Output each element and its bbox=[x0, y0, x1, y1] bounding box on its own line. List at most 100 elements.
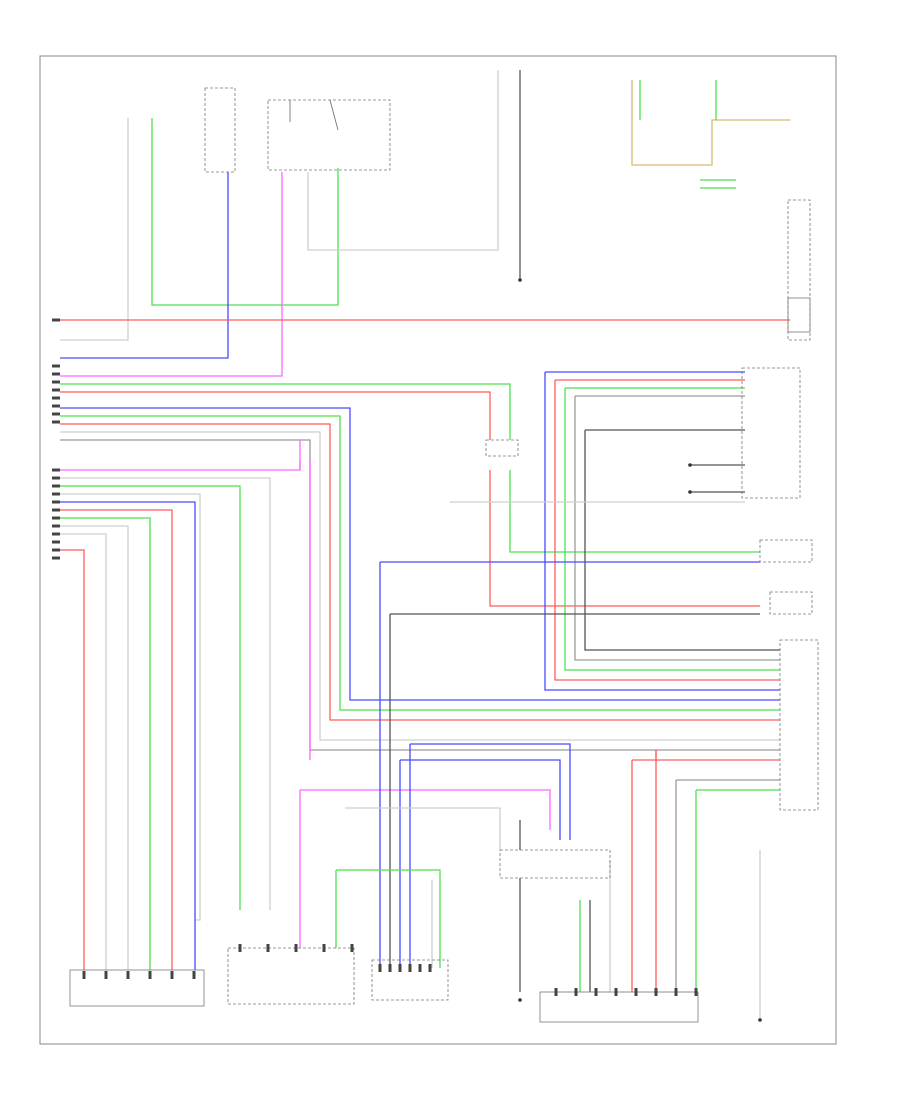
bottom-conn-4-pin bbox=[674, 988, 678, 996]
left-conn-b-pin bbox=[52, 404, 60, 408]
wire-red bbox=[60, 549, 85, 970]
bottom-conn-4-pin bbox=[594, 988, 598, 996]
wire-layer bbox=[60, 70, 790, 1020]
left-conn-c-pin bbox=[52, 532, 60, 536]
wire-green bbox=[151, 118, 339, 306]
bottom-conn-4-pin bbox=[614, 988, 618, 996]
wire-lightgray bbox=[60, 118, 129, 341]
left-conn-b-pin bbox=[52, 388, 60, 392]
relay-center bbox=[485, 439, 519, 457]
indicator-dot-2 bbox=[688, 490, 692, 494]
switch-assembly-box bbox=[267, 99, 391, 171]
left-conn-b-pin bbox=[52, 420, 60, 424]
wire-tan bbox=[631, 80, 790, 166]
wire-blue bbox=[400, 759, 561, 840]
wire-green bbox=[60, 415, 780, 711]
wire-lightgray bbox=[60, 533, 107, 970]
bottom-conn-3 bbox=[371, 959, 449, 1001]
ignition-switch-box bbox=[204, 87, 236, 173]
wire-blue bbox=[60, 501, 196, 970]
bottom-conn-4-pin bbox=[554, 988, 558, 996]
left-conn-c-pin bbox=[52, 492, 60, 496]
component-layer bbox=[69, 87, 819, 1023]
bottom-conn-4-pin bbox=[654, 988, 658, 996]
left-conn-b-pin bbox=[52, 396, 60, 400]
wire-blue bbox=[60, 407, 780, 701]
wire-pink bbox=[300, 789, 551, 830]
frame-layer bbox=[39, 55, 837, 1045]
bottom-conn-2 bbox=[227, 947, 355, 1005]
wire-green bbox=[60, 485, 241, 910]
bottom-conn-3-pin bbox=[378, 964, 382, 972]
wire-dark bbox=[584, 430, 780, 651]
left-conn-c-pin bbox=[52, 556, 60, 560]
left-conn-c-pin bbox=[52, 476, 60, 480]
left-conn-c-pin bbox=[52, 484, 60, 488]
wire-red bbox=[489, 470, 760, 607]
left-conn-c-pin bbox=[52, 516, 60, 520]
left-conn-c-pin bbox=[52, 500, 60, 504]
bottom-conn-4-pin bbox=[634, 988, 638, 996]
wire-blue bbox=[410, 743, 571, 840]
bottom-conn-3-pin bbox=[418, 964, 422, 972]
bottom-conn-2-pin bbox=[266, 944, 270, 952]
ground-dot bbox=[518, 278, 522, 282]
bottom-conn-3-pin bbox=[408, 964, 412, 972]
wire-blue bbox=[60, 172, 229, 359]
left-conn-c-pin bbox=[52, 548, 60, 552]
indicator-dot-1 bbox=[688, 463, 692, 467]
left-conn-a-pin bbox=[52, 318, 60, 322]
sensor-box-1 bbox=[759, 539, 813, 563]
left-conn-b-pin bbox=[52, 372, 60, 376]
left-conn-c-pin bbox=[52, 540, 60, 544]
wire-lightgray bbox=[60, 525, 129, 970]
wire-red bbox=[60, 423, 780, 721]
wire-blue bbox=[544, 372, 780, 691]
relay-module-box bbox=[787, 199, 811, 341]
bottom-conn-2-pin bbox=[350, 944, 354, 952]
bottom-conn-3-pin bbox=[428, 964, 432, 972]
bottom-conn-1-pin bbox=[82, 971, 86, 979]
ground-right bbox=[758, 1018, 762, 1022]
wire-green bbox=[564, 388, 780, 671]
bottom-conn-4 bbox=[539, 991, 699, 1023]
wire-green bbox=[60, 517, 151, 970]
wire-lightgray bbox=[60, 477, 271, 910]
connector-layer bbox=[52, 278, 762, 1022]
left-conn-c-pin bbox=[52, 468, 60, 472]
ground-center bbox=[518, 998, 522, 1002]
wire-red bbox=[554, 380, 780, 681]
wire-gray bbox=[574, 396, 780, 661]
sensor-box-2 bbox=[769, 591, 813, 615]
bottom-conn-1 bbox=[69, 969, 205, 1007]
wire-red bbox=[60, 509, 173, 970]
left-conn-b-pin bbox=[52, 380, 60, 384]
wire-red bbox=[60, 391, 491, 440]
wire-green bbox=[509, 470, 760, 553]
left-conn-c-pin bbox=[52, 508, 60, 512]
wire-pink bbox=[60, 460, 301, 471]
wire-lightgray bbox=[60, 493, 201, 921]
left-conn-b-pin bbox=[52, 364, 60, 368]
left-conn-c-pin bbox=[52, 524, 60, 528]
wire-lightgray bbox=[307, 70, 499, 251]
left-conn-b-pin bbox=[52, 412, 60, 416]
bottom-conn-2-pin bbox=[322, 944, 326, 952]
bottom-conn-3-pin bbox=[398, 964, 402, 972]
bottom-conn-1-pin bbox=[104, 971, 108, 979]
wire-lightgray bbox=[60, 431, 780, 741]
bottom-conn-3-pin bbox=[388, 964, 392, 972]
bottom-conn-1-pin bbox=[126, 971, 130, 979]
bottom-conn-1-pin bbox=[192, 971, 196, 979]
wire-green bbox=[60, 383, 511, 440]
bottom-conn-2-pin bbox=[238, 944, 242, 952]
bottom-conn-1-pin bbox=[170, 971, 174, 979]
splice-box bbox=[499, 849, 611, 879]
shift-switch-assy bbox=[741, 367, 801, 499]
bottom-conn-4-pin bbox=[694, 988, 698, 996]
relay-sub-box bbox=[787, 297, 811, 333]
ecm-connector-box bbox=[779, 639, 819, 811]
wire-lightgray bbox=[345, 807, 501, 850]
